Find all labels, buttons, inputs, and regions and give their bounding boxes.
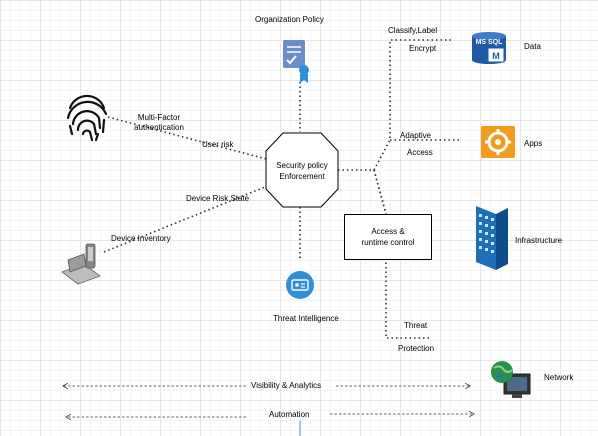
policy-document-icon [283, 40, 309, 83]
visibility-analytics-label: Visibility & Analytics [251, 381, 322, 390]
adaptive-label: Adaptive [400, 131, 432, 140]
connector-down [373, 169, 387, 215]
device-icon [61, 243, 101, 285]
building-icon [476, 206, 508, 270]
device-risk-state-label: Device Risk State [186, 194, 250, 203]
threat-intelligence-label: Threat Intelligence [273, 314, 339, 323]
fingerprint-icon [66, 94, 108, 142]
classify-label-label: Classify,Label [388, 26, 438, 35]
encrypt-label: Encrypt [409, 44, 437, 53]
user-risk-label: User risk [202, 140, 234, 149]
infrastructure-target-label[interactable]: Infrastructure [515, 236, 563, 245]
security-policy-node[interactable] [265, 132, 339, 208]
connector-device [103, 184, 271, 253]
svg-text:M: M [492, 51, 500, 61]
organization-policy-label: Organization Policy [255, 15, 324, 24]
multi-factor-label: Multi-Factor authentication [134, 113, 184, 132]
threat-intelligence-icon [286, 271, 314, 299]
security-policy-text: Security policy Enforcement [276, 161, 328, 181]
device-inventory-label: Device Inventory [111, 234, 171, 243]
automation-label: Automation [269, 410, 310, 419]
threat-label: Threat [404, 321, 428, 330]
connector-mfa [107, 116, 271, 161]
gear-icon [481, 126, 515, 158]
globe-monitor-icon [491, 361, 531, 398]
sql-database-icon: MS SQL M [472, 32, 506, 64]
access-runtime-control-node[interactable]: Access & runtime control [344, 214, 432, 260]
network-target-label[interactable]: Network [544, 373, 574, 382]
data-target-label[interactable]: Data [524, 42, 541, 51]
access-label: Access [407, 148, 433, 157]
apps-target-label[interactable]: Apps [524, 139, 543, 148]
protection-label: Protection [398, 344, 435, 353]
svg-text:MS SQL: MS SQL [476, 39, 504, 46]
